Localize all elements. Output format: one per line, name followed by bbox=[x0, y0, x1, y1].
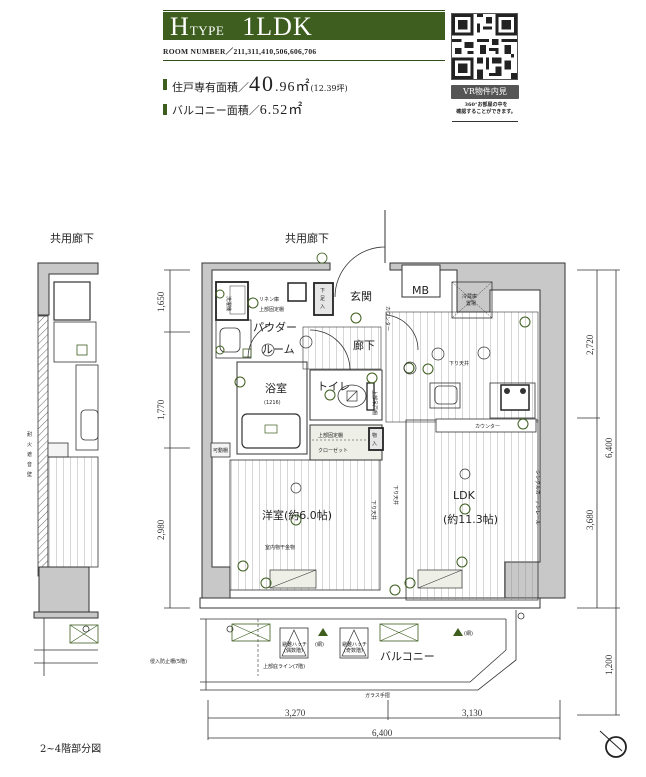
svg-text:下: 下 bbox=[320, 288, 325, 294]
header-top-rule bbox=[163, 10, 445, 11]
dim-left-1: 1,650 bbox=[156, 291, 166, 312]
mb-label: MB bbox=[412, 284, 429, 297]
entrance-label: 玄関 bbox=[350, 289, 372, 303]
unit-type-title: HTYPE 1LDK bbox=[170, 13, 313, 45]
drop-ceiling-label: 下り天井 bbox=[449, 360, 469, 367]
hatch-even-floor: (偶数階) bbox=[284, 647, 303, 654]
vr-note-line1: 360°お部屋の中を bbox=[464, 102, 508, 108]
dim-bottom-1: 3,270 bbox=[285, 708, 306, 718]
balcony-label: バルコニー bbox=[380, 650, 435, 663]
washer-label: 洗濯機 bbox=[225, 296, 232, 311]
ldk-label: LDK bbox=[453, 489, 476, 502]
shoe-closet-label: 下 足 入 bbox=[320, 288, 325, 310]
light-fixtures bbox=[261, 335, 491, 494]
dim-left-2: 1,770 bbox=[156, 399, 166, 420]
floor-range-caption: 2~4階部分図 bbox=[40, 744, 102, 755]
drop-ceiling-label-3: 下り天井 bbox=[392, 485, 399, 505]
hall-floor bbox=[302, 326, 382, 370]
net-label-1: (網) bbox=[315, 641, 324, 648]
svg-text:入: 入 bbox=[372, 441, 377, 447]
storage-label: 物 入 bbox=[372, 432, 377, 447]
fridge-label-2: 置場 bbox=[466, 300, 476, 307]
bath-size-label: (1216) bbox=[264, 400, 281, 406]
linen-shelf-label: 上部固定棚 bbox=[259, 306, 284, 313]
svg-text:音: 音 bbox=[27, 461, 32, 468]
dim-right-total: 6,400 bbox=[604, 437, 614, 458]
drop-ceiling-label-2: 下り天井 bbox=[370, 500, 377, 520]
closet-shelf-label: 上部固定棚 bbox=[318, 432, 343, 439]
main-unit-walls bbox=[199, 262, 566, 609]
corridor-label-left: 共用廊下 bbox=[50, 231, 94, 245]
room-number: ROOM NUMBER／211,311,410,506,606,706 bbox=[163, 47, 317, 56]
movable-shelf-label: 可動棚 bbox=[213, 447, 228, 454]
net-label-2: (網) bbox=[464, 630, 473, 637]
svg-text:入: 入 bbox=[320, 304, 325, 310]
type-prefix: H bbox=[170, 12, 190, 41]
svg-text:物: 物 bbox=[372, 432, 377, 439]
western-room-floor bbox=[229, 459, 381, 591]
north-arrow-icon bbox=[599, 730, 627, 758]
layout-label: 1LDK bbox=[242, 12, 313, 41]
vr-note-line2: 確認することができます。 bbox=[456, 109, 516, 115]
bullet-bar bbox=[163, 78, 167, 90]
svg-text:足: 足 bbox=[320, 296, 325, 302]
dim-bottom-total: 6,400 bbox=[372, 728, 393, 738]
balcony bbox=[200, 610, 517, 691]
closet-label: クローゼット bbox=[318, 447, 348, 454]
curtain-rail-label: シングルカーテンレール bbox=[534, 470, 541, 525]
dim-right-1: 2,720 bbox=[585, 334, 595, 355]
header-band bbox=[163, 12, 445, 40]
dim-left-3: 2,980 bbox=[156, 519, 166, 540]
hatch-even-label: 避難ハッチ bbox=[282, 641, 307, 648]
hatch-odd-floor: (奇数階) bbox=[344, 647, 363, 654]
type-small: TYPE bbox=[189, 23, 225, 38]
eave-line-label: 上部庇ライン(7階) bbox=[263, 663, 305, 670]
hanger-label: 室内物干金物 bbox=[265, 544, 295, 551]
area-value-rest: .96㎡ bbox=[275, 80, 311, 95]
svg-text:遮: 遮 bbox=[27, 451, 32, 458]
electrical-fixtures bbox=[215, 289, 531, 596]
svg-text:火: 火 bbox=[27, 442, 32, 448]
vr-rule bbox=[452, 121, 518, 122]
area-value-big: 40 bbox=[249, 71, 275, 96]
intrusion-fence-label: 侵入防止柵(5階) bbox=[150, 658, 187, 665]
area-note: (12.39坪) bbox=[310, 84, 348, 93]
qr-code-icon[interactable] bbox=[451, 13, 518, 80]
western-room-label: 洋室(約6.0帖) bbox=[262, 508, 332, 522]
area-label: バルコニー面積／ bbox=[172, 104, 260, 117]
dim-right-3: 1,200 bbox=[604, 654, 614, 675]
toilet-shelf-label: 上部吊戸棚 bbox=[371, 390, 378, 415]
interior-rooms bbox=[82, 210, 537, 633]
hatch-odd-label: 避難ハッチ bbox=[342, 641, 367, 648]
linen-label: リネン庫 bbox=[259, 296, 279, 303]
counter-label: カウンター bbox=[475, 423, 500, 430]
fire-wall-label: 耐 火 遮 音 壁 bbox=[27, 431, 32, 478]
svg-text:壁: 壁 bbox=[27, 471, 32, 478]
vr-note: 360°お部屋の中を 確認することができます。 bbox=[446, 102, 526, 116]
powder-room-label-2: ルーム bbox=[262, 343, 295, 356]
adjacent-unit-partial: 共用廊下 耐 火 遮 音 壁 bbox=[27, 231, 99, 676]
corridor-label-main: 共用廊下 bbox=[285, 231, 329, 245]
toilet-label: トイレ bbox=[317, 380, 350, 393]
dimension-lines bbox=[164, 269, 620, 740]
area-label: 住戸専有面積／ bbox=[172, 81, 249, 94]
dim-bottom-2: 3,130 bbox=[462, 708, 483, 718]
svg-text:耐: 耐 bbox=[27, 431, 32, 438]
vr-tour-button[interactable]: VR物件内見 bbox=[451, 85, 519, 99]
glass-rail-label: ガラス手摺 bbox=[365, 692, 390, 699]
bath-label: 浴室 bbox=[265, 381, 287, 395]
dim-right-2: 3,680 bbox=[585, 509, 595, 530]
area-row-private: 住戸専有面積／ 40 .96㎡ (12.39坪) bbox=[163, 71, 348, 97]
area-row-balcony: バルコニー面積／ 6.52㎡ bbox=[163, 99, 303, 119]
ldk-size-label: (約11.3帖) bbox=[443, 512, 498, 526]
powder-room-label: パウダー bbox=[253, 320, 297, 334]
bullet-bar bbox=[163, 103, 167, 115]
area-value: 6.52㎡ bbox=[259, 103, 304, 118]
counter-label-entrance: カウンター bbox=[384, 306, 391, 331]
header-bottom-rule bbox=[163, 60, 445, 61]
hall-label: 廊下 bbox=[353, 338, 375, 352]
fridge-label: 冷蔵庫 bbox=[462, 293, 477, 300]
